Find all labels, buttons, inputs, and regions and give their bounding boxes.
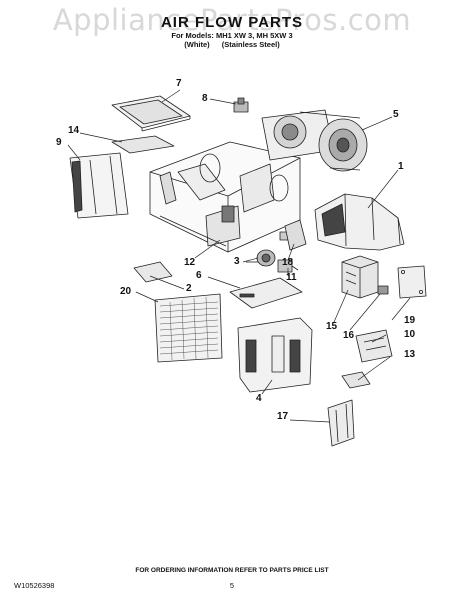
part-7-filter (111, 95, 191, 132)
part-14-shelf (111, 135, 175, 154)
callout-16: 16 (343, 330, 355, 341)
callout-6: 6 (196, 270, 202, 281)
callout-14: 14 (68, 125, 80, 136)
page-number: 5 (229, 581, 235, 590)
callout-11: 11 (286, 272, 297, 283)
callout-7: 7 (176, 78, 182, 89)
callout-13: 13 (404, 349, 416, 360)
document-number: W10526398 (14, 581, 55, 590)
callout-4: 4 (256, 393, 262, 404)
callout-5: 5 (393, 109, 399, 120)
callout-17: 17 (277, 411, 289, 422)
part-19-bracket-plate (397, 265, 427, 299)
page-title: AIR FLOW PARTS (160, 14, 304, 31)
callout-3: 3 (234, 256, 240, 267)
part-4-vent-panel (237, 317, 313, 393)
part-1-air-duct (314, 193, 405, 251)
part-16-clip (377, 285, 389, 295)
main-housing (149, 141, 301, 253)
part-5-blower (261, 109, 368, 172)
callout-8: 8 (202, 93, 208, 104)
callout-19: 19 (404, 315, 416, 326)
callout-2: 2 (186, 283, 192, 294)
part-20-grille (154, 293, 223, 363)
watermark: AppliancePartsPros.com (52, 3, 412, 37)
part-18-bracket (284, 219, 307, 251)
part-17-diverter (327, 399, 355, 447)
part-2-plate (133, 261, 173, 283)
models-line: For Models: MH1 XW 3, MH 5XW 3 (171, 31, 293, 40)
finish-white: (White) (184, 40, 210, 49)
part-11-connector (277, 259, 299, 273)
callout-18: 18 (282, 257, 294, 268)
callout-12: 12 (184, 257, 196, 268)
part-15-filter-block (341, 255, 379, 299)
callout-15: 15 (326, 321, 338, 332)
finish-stainless: (Stainless Steel) (221, 40, 280, 49)
callout-10: 10 (404, 329, 416, 340)
callout-20: 20 (120, 286, 132, 297)
callout-1: 1 (398, 161, 404, 172)
leader-lines (67, 89, 411, 423)
part-6-cover (229, 277, 303, 309)
callout-9: 9 (56, 137, 62, 148)
part-10-label-plate (355, 329, 393, 363)
finish-line: (White) (Stainless Steel) (0, 40, 464, 49)
part-8-clip (233, 97, 249, 113)
part-3-sensor (246, 249, 276, 267)
ordering-note: FOR ORDERING INFORMATION REFER TO PARTS … (135, 567, 329, 574)
part-9-duct-panel (69, 152, 129, 219)
